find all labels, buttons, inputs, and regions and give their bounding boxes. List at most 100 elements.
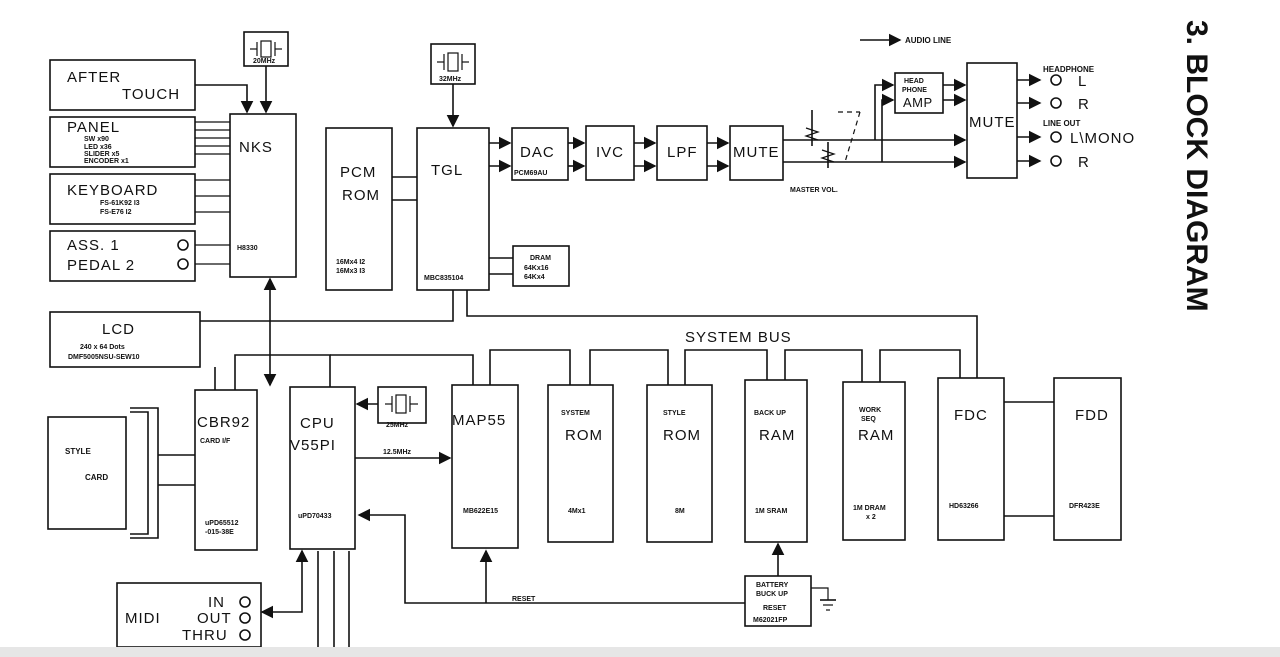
work-ram-block: WORK SEQ RAM 1M DRAM x 2 xyxy=(842,381,906,541)
svg-text:R: R xyxy=(1078,96,1090,113)
dac-block: DAC PCM69AU xyxy=(511,127,569,181)
system-bus: SYSTEM BUS xyxy=(200,290,978,390)
svg-text:MIDI: MIDI xyxy=(125,610,161,627)
svg-text:CBR92: CBR92 xyxy=(197,414,250,431)
svg-text:CARD: CARD xyxy=(85,473,108,482)
svg-text:240 x 64 Dots: 240 x 64 Dots xyxy=(80,344,125,351)
svg-text:TGL: TGL xyxy=(431,162,463,179)
svg-text:KEYBOARD: KEYBOARD xyxy=(67,182,158,199)
input-wires xyxy=(195,84,254,265)
svg-text:PHONE: PHONE xyxy=(902,87,927,94)
battery-backup-block: BATTERY BUCK UP RESET M62021FP xyxy=(744,542,836,627)
svg-text:THRU: THRU xyxy=(182,627,228,644)
master-volume: MASTER VOL. xyxy=(783,110,967,194)
reset-line: RESET xyxy=(357,508,745,604)
svg-text:4Mx1: 4Mx1 xyxy=(568,508,586,515)
svg-text:MAP55: MAP55 xyxy=(452,412,506,429)
tgl-block: TGL MBC835104 xyxy=(416,127,490,291)
svg-text:PEDAL 2: PEDAL 2 xyxy=(67,257,135,274)
svg-text:64Kx16: 64Kx16 xyxy=(524,265,549,272)
svg-text:PCM69AU: PCM69AU xyxy=(514,170,547,177)
nks-block: NKS H8330 xyxy=(229,113,297,278)
svg-text:12.5MHz: 12.5MHz xyxy=(383,449,412,456)
svg-text:64Kx4: 64Kx4 xyxy=(524,274,545,281)
svg-text:V55PI: V55PI xyxy=(290,437,336,454)
svg-text:SYSTEM: SYSTEM xyxy=(561,410,590,417)
svg-text:HEAD: HEAD xyxy=(904,78,924,85)
bottom-strip xyxy=(0,647,1280,657)
cpu-clock-line: 12.5MHz xyxy=(355,449,452,465)
svg-text:AMP: AMP xyxy=(903,95,933,110)
svg-text:MASTER VOL.: MASTER VOL. xyxy=(790,187,838,194)
svg-text:ROM: ROM xyxy=(663,427,701,444)
svg-text:ASS. 1: ASS. 1 xyxy=(67,237,120,254)
svg-text:RAM: RAM xyxy=(759,427,795,444)
dram-block: DRAM 64Kx16 64Kx4 xyxy=(512,245,570,287)
ivc-block: IVC xyxy=(585,125,635,181)
pedal-jack-1 xyxy=(177,239,189,251)
pedal-block: ASS. 1 PEDAL 2 xyxy=(49,230,196,282)
svg-text:LED x36: LED x36 xyxy=(84,144,112,151)
svg-text:DRAM: DRAM xyxy=(530,255,551,262)
lcd-block: LCD 240 x 64 Dots DMF5005NSU-SEW10 xyxy=(49,311,201,368)
svg-text:MUTE: MUTE xyxy=(969,114,1016,131)
svg-text:IVC: IVC xyxy=(596,144,624,161)
keyboard-block: KEYBOARD FS-61K92 I3 FS-E76 I2 xyxy=(49,173,196,225)
midi-block: MIDI IN OUT THRU xyxy=(116,582,262,648)
panel-block: PANEL SW x90 LED x36 SLIDER x5 ENCODER x… xyxy=(49,116,196,168)
svg-text:PCM: PCM xyxy=(340,164,376,181)
svg-text:LINE OUT: LINE OUT xyxy=(1043,119,1080,128)
svg-text:SEQ: SEQ xyxy=(861,416,876,423)
after-touch-block: AFTER TOUCH xyxy=(49,59,196,111)
crystal-32mhz: 32MHz xyxy=(430,43,476,128)
svg-text:RAM: RAM xyxy=(858,427,894,444)
svg-text:CPU: CPU xyxy=(300,415,335,432)
svg-text:DAC: DAC xyxy=(520,144,555,161)
mute-block-1: MUTE xyxy=(729,125,784,181)
fdd-block: FDD DFR423E xyxy=(1053,377,1122,541)
svg-text:FS-61K92 I3: FS-61K92 I3 xyxy=(100,200,140,207)
system-rom-block: SYSTEM ROM 4Mx1 xyxy=(547,384,614,543)
pedal-jack-2 xyxy=(177,258,189,270)
svg-text:SW x90: SW x90 xyxy=(84,136,109,143)
svg-text:DFR423E: DFR423E xyxy=(1069,503,1100,510)
cbr92-block: CBR92 CARD I/F uPD65512 -015-38E xyxy=(194,389,258,551)
svg-text:M62021FP: M62021FP xyxy=(753,617,788,624)
svg-text:20MHz: 20MHz xyxy=(253,58,276,65)
svg-text:IN: IN xyxy=(208,594,225,611)
svg-text:-015-38E: -015-38E xyxy=(205,529,234,536)
svg-text:uPD70433: uPD70433 xyxy=(298,513,332,520)
svg-text:ROM: ROM xyxy=(565,427,603,444)
svg-text:MUTE: MUTE xyxy=(733,144,780,161)
svg-text:FDD: FDD xyxy=(1075,407,1109,424)
svg-text:BATTERY: BATTERY xyxy=(756,582,789,589)
svg-text:BACK UP: BACK UP xyxy=(754,410,786,417)
headphone-amp-block: HEAD PHONE AMP xyxy=(894,72,944,114)
map55-block: MAP55 MB622E15 xyxy=(451,384,519,549)
svg-text:HD63266: HD63266 xyxy=(949,503,979,510)
svg-text:LCD: LCD xyxy=(102,321,135,338)
svg-text:ENCODER x1: ENCODER x1 xyxy=(84,158,129,165)
svg-text:DMF5005NSU-SEW10: DMF5005NSU-SEW10 xyxy=(68,354,140,361)
backup-ram-block: BACK UP RAM 1M SRAM xyxy=(744,379,808,543)
cpu-bottom-wires xyxy=(260,549,350,650)
svg-text:WORK: WORK xyxy=(859,407,881,414)
svg-text:ROM: ROM xyxy=(342,187,380,204)
svg-text:1M SRAM: 1M SRAM xyxy=(755,508,787,515)
svg-text:H8330: H8330 xyxy=(237,245,258,252)
svg-text:OUT: OUT xyxy=(197,610,232,627)
svg-text:MB622E15: MB622E15 xyxy=(463,508,498,515)
svg-text:SYSTEM BUS: SYSTEM BUS xyxy=(685,329,792,346)
audio-outputs: HEADPHONE L R LINE OUT L\MONO R xyxy=(1017,65,1135,171)
svg-text:16Mx3 I3: 16Mx3 I3 xyxy=(336,268,365,275)
svg-text:SLIDER x5: SLIDER x5 xyxy=(84,151,120,158)
svg-text:LPF: LPF xyxy=(667,144,698,161)
fdc-block: FDC HD63266 xyxy=(937,377,1005,541)
style-card: STYLE CARD xyxy=(47,407,195,539)
svg-text:STYLE: STYLE xyxy=(65,447,91,456)
crystal-25mhz: 25MHz xyxy=(355,386,427,429)
svg-text:L\MONO: L\MONO xyxy=(1070,130,1135,147)
svg-text:AFTER: AFTER xyxy=(67,69,121,86)
svg-text:uPD65512: uPD65512 xyxy=(205,520,239,527)
svg-text:RESET: RESET xyxy=(512,596,536,603)
